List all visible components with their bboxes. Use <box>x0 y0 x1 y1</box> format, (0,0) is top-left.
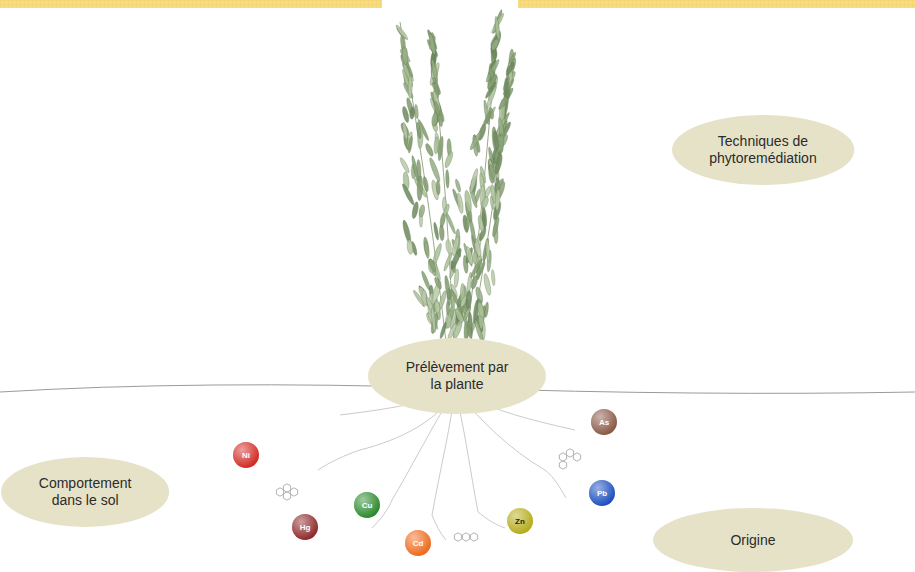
element-ball <box>292 514 318 540</box>
element-symbol: Hg <box>300 523 311 532</box>
topic-ellipse: Origine <box>653 508 853 572</box>
element-symbol: Ni <box>242 451 250 460</box>
topic-label: Comportement dans le sol <box>30 475 140 509</box>
element-ball <box>589 480 615 506</box>
topic-ellipse: Prélèvement par la plante <box>368 338 546 414</box>
topic-label: Origine <box>693 532 813 549</box>
element-symbol: Zn <box>515 517 525 526</box>
plant-illustration <box>395 9 518 392</box>
top-bar <box>0 0 382 8</box>
topic-ellipse: Techniques de phytoremédiation <box>672 115 854 185</box>
top-bar <box>518 0 915 8</box>
element-ball <box>507 508 533 534</box>
element-ball <box>354 492 380 518</box>
element-balls <box>233 409 617 556</box>
element-ball <box>405 530 431 556</box>
topic-ellipse: Comportement dans le sol <box>1 457 169 527</box>
element-ball <box>591 409 617 435</box>
element-symbol: As <box>599 418 609 427</box>
element-symbol: Pb <box>597 489 607 498</box>
element-symbol: Cd <box>413 539 424 548</box>
element-symbol: Cu <box>362 501 373 510</box>
topic-label: Prélèvement par la plante <box>402 359 512 393</box>
element-ball <box>233 442 259 468</box>
topic-label: Techniques de phytoremédiation <box>703 133 823 167</box>
molecule-symbol <box>276 449 580 541</box>
